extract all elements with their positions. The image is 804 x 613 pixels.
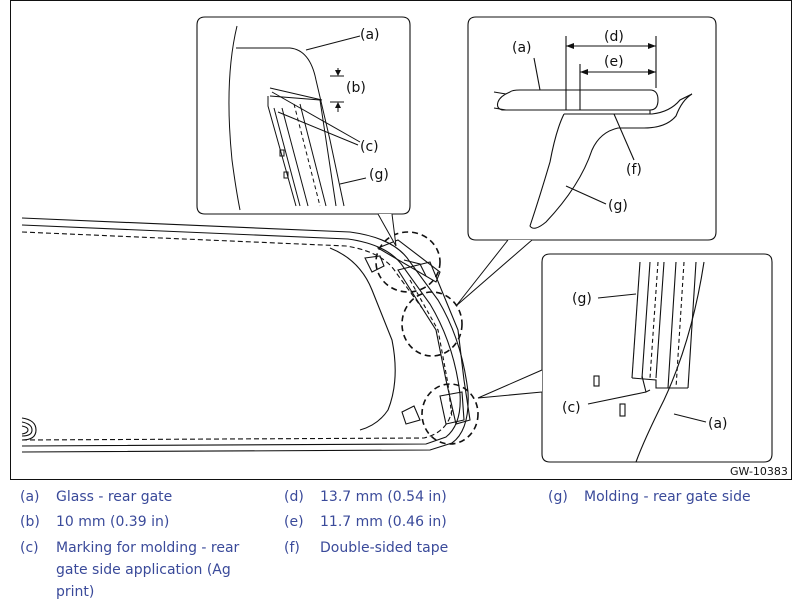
legend-item-d: (d) 13.7 mm (0.54 in) — [284, 486, 534, 508]
label-f: (f) — [626, 162, 642, 178]
label-c-detail1: (c) — [360, 139, 379, 155]
detail-box-3: (g) (c) (a) — [477, 253, 773, 463]
legend-item-f: (f) Double-sided tape — [284, 537, 534, 559]
legend-key: (c) — [20, 540, 39, 556]
legend-item-a: (a) Glass - rear gate — [20, 486, 270, 508]
label-e: (e) — [604, 54, 624, 70]
legend-item-c: (c) Marking for molding - rear gate side… — [20, 537, 250, 603]
legend-item-e: (e) 11.7 mm (0.46 in) — [284, 511, 534, 533]
label-a-detail2: (a) — [512, 40, 532, 56]
legend-key: (a) — [20, 489, 40, 505]
legend-text: 13.7 mm (0.54 in) — [320, 489, 447, 505]
legend-item-b: (b) 10 mm (0.39 in) — [20, 511, 270, 533]
legend-key: (b) — [20, 514, 40, 530]
legend-text: Molding - rear gate side — [584, 489, 751, 505]
diagram-svg: (a) (b) (c) (g) — [10, 0, 792, 480]
legend-item-g: (g) Molding - rear gate side — [548, 486, 798, 508]
label-g-detail2: (g) — [608, 198, 628, 214]
legend-key: (e) — [284, 514, 304, 530]
label-b: (b) — [346, 80, 366, 96]
legend-key: (f) — [284, 540, 300, 556]
legend-text: Double-sided tape — [320, 540, 449, 556]
legend-key: (d) — [284, 489, 304, 505]
label-g-detail3: (g) — [572, 291, 592, 307]
label-a-detail3: (a) — [708, 416, 728, 432]
figure-id: GW-10383 — [730, 465, 788, 478]
legend: (a) Glass - rear gate (b) 10 mm (0.39 in… — [0, 486, 804, 611]
label-g-detail1: (g) — [369, 167, 389, 183]
detail-box-1: (a) (b) (c) (g) — [196, 16, 411, 247]
diagram-figure: (a) (b) (c) (g) — [10, 0, 792, 480]
legend-text: 11.7 mm (0.46 in) — [320, 514, 447, 530]
legend-text: Glass - rear gate — [56, 489, 173, 505]
detail-box-2: (a) (d) (e) (f) (g) — [455, 16, 717, 307]
legend-text: Marking for molding - rear gate side app… — [56, 540, 240, 600]
molding-strip — [376, 239, 471, 425]
label-d: (d) — [604, 29, 624, 45]
label-c-detail3: (c) — [562, 400, 581, 416]
label-a-detail1: (a) — [360, 27, 380, 43]
detail-circles — [375, 231, 479, 445]
legend-key: (g) — [548, 489, 568, 505]
legend-text: 10 mm (0.39 in) — [56, 514, 170, 530]
